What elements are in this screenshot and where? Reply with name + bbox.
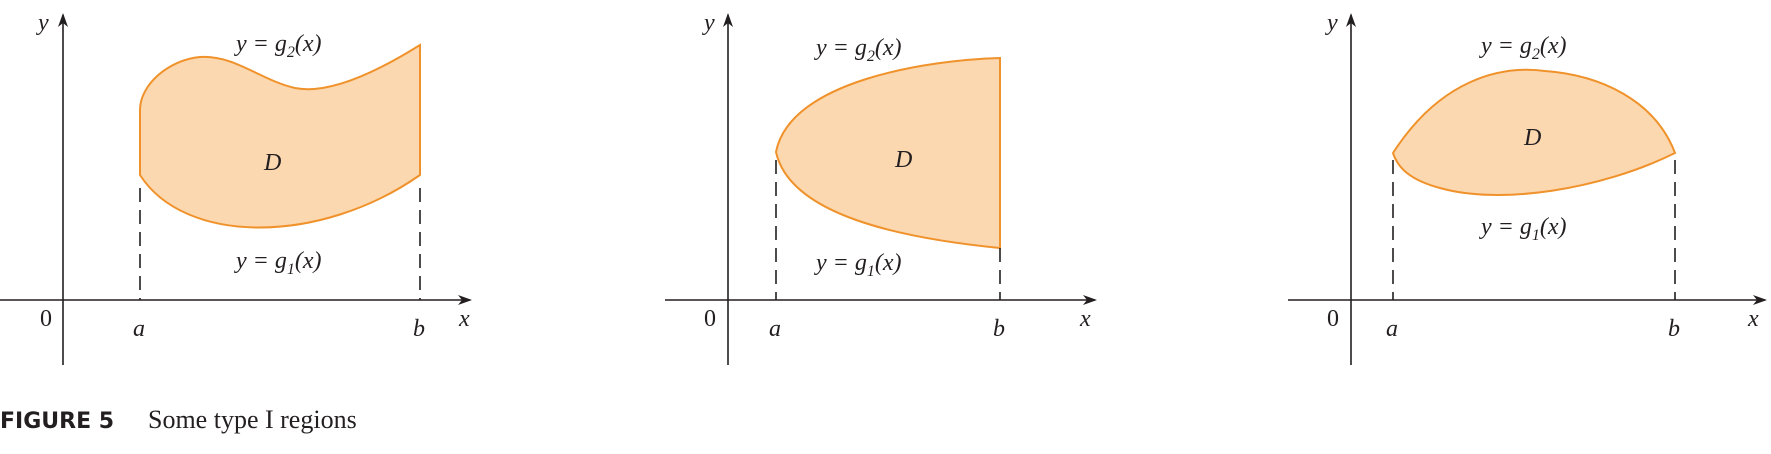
region-d-2 [774, 56, 1001, 250]
origin-label-1: 0 [40, 306, 52, 332]
figure-caption: Some type I regions [148, 405, 357, 434]
panel-1: y x 0 a b D y = g2(x) y = g1(x) [0, 10, 472, 365]
upper-curve-label-1: y = g2(x) [234, 31, 322, 61]
upper-curve-label-2: y = g2(x) [814, 35, 902, 65]
a-label-1: a [133, 316, 145, 342]
upper-curve-label-3: y = g2(x) [1479, 33, 1567, 63]
x-axis-label-3: x [1747, 306, 1759, 332]
panel-3: y x 0 a b D y = g2(x) y = g1(x) [1288, 10, 1767, 365]
region-label-2: D [894, 147, 912, 173]
b-label-1: b [413, 316, 425, 342]
region-d-1 [139, 43, 421, 229]
y-axis-label-1: y [36, 10, 49, 36]
x-axis-label-2: x [1079, 306, 1091, 332]
b-label-3: b [1668, 316, 1680, 342]
lower-curve-label-1: y = g1(x) [234, 248, 322, 278]
lower-curve-label-3: y = g1(x) [1479, 214, 1567, 244]
region-label-1: D [263, 150, 281, 176]
a-label-2: a [769, 316, 781, 342]
y-axis-label-2: y [702, 10, 715, 36]
origin-label-2: 0 [704, 306, 716, 332]
x-axis-label-1: x [458, 306, 470, 332]
y-axis-label-3: y [1325, 10, 1338, 36]
region-label-3: D [1523, 125, 1541, 151]
figure-label: FIGURE 5 [0, 409, 114, 434]
lower-curve-label-2: y = g1(x) [814, 250, 902, 280]
a-label-3: a [1386, 316, 1398, 342]
panel-2: y x 0 a b D y = g2(x) y = g1(x) [665, 10, 1097, 365]
region-d-3 [1391, 68, 1677, 196]
origin-label-3: 0 [1327, 306, 1339, 332]
b-label-2: b [993, 316, 1005, 342]
